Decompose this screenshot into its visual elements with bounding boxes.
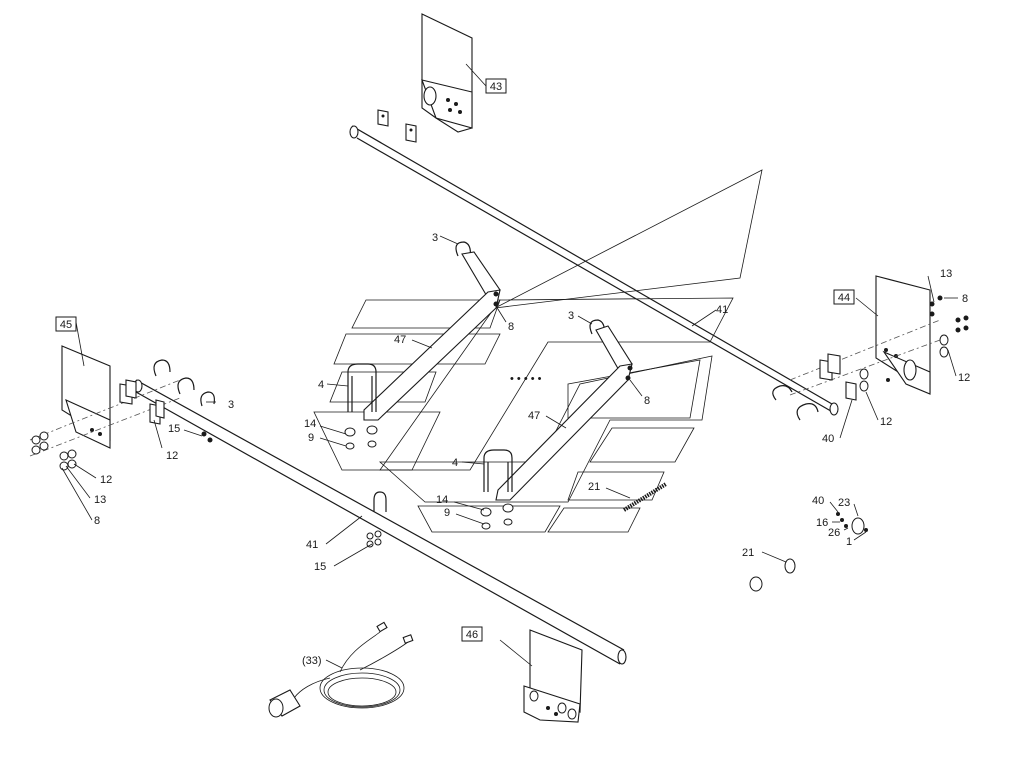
callout-26: 26: [828, 527, 840, 539]
strap-right: • • • • •: [480, 319, 633, 530]
tube-upper: [349, 125, 839, 416]
bracket-45-hardware: [31, 359, 215, 471]
callout-4-right: 4: [452, 457, 458, 469]
bracket-44-hardware: [772, 295, 969, 421]
callout-33-harness: (33): [302, 655, 322, 667]
bracket-44: [789, 275, 941, 396]
callout-21-rod: 21: [588, 481, 600, 493]
tube-lower: [133, 379, 627, 665]
callout-9-right: 9: [444, 507, 450, 519]
callout-9-left: 9: [308, 432, 314, 444]
bracket-43: [421, 13, 487, 133]
callout-12-left-a: 12: [166, 450, 178, 462]
callout-16: 16: [816, 517, 828, 529]
callout-15-left: 15: [168, 423, 180, 435]
callout-15-lower: 15: [314, 561, 326, 573]
svg-text:46: 46: [466, 629, 478, 641]
svg-text:44: 44: [838, 292, 850, 304]
callout-44: 44: [833, 289, 855, 305]
callout-1: 1: [846, 536, 852, 548]
callout-47-right: 47: [528, 410, 540, 422]
callout-40-right: 40: [822, 433, 834, 445]
callout-45: 45: [55, 316, 77, 332]
callout-47-left: 47: [394, 334, 406, 346]
callout-41-lower: 41: [306, 539, 318, 551]
callout-12-right-a: 12: [958, 372, 970, 384]
callout-3-right-strap: 3: [568, 310, 574, 322]
callout-labels: 13 8 12 12 40 3 8 47 4 14 9 3 41 8 47 4 …: [94, 232, 970, 667]
callout-8-right: 8: [962, 293, 968, 305]
callout-46: 46: [461, 626, 483, 642]
callout-3-left-strap: 3: [432, 232, 438, 244]
callout-4-left: 4: [318, 379, 324, 391]
callout-12-right-b: 12: [880, 416, 892, 428]
small-parts-cluster: [749, 512, 868, 592]
callout-3-left: 3: [228, 399, 234, 411]
callout-8-left-strap: 8: [508, 321, 514, 333]
callout-13-right: 13: [940, 268, 952, 280]
svg-text:43: 43: [490, 81, 502, 93]
svg-text:45: 45: [60, 319, 72, 331]
callout-8-left: 8: [94, 515, 100, 527]
callout-41-upper: 41: [716, 304, 728, 316]
threaded-rod-21: [622, 482, 668, 512]
callout-14-left: 14: [304, 418, 316, 430]
callout-43: 43: [485, 78, 507, 94]
light-bar-frame-outline: [313, 169, 763, 533]
svg-text:• • • • •: • • • • •: [510, 373, 542, 385]
cable-harness: [268, 621, 414, 718]
callout-8-right-strap: 8: [644, 395, 650, 407]
bracket-45: [29, 321, 181, 457]
bracket-46: [499, 629, 583, 723]
bracket-43-plates: [377, 109, 417, 143]
strap-left: [344, 241, 501, 450]
callout-12-left-b: 12: [100, 474, 112, 486]
callout-13-left: 13: [94, 494, 106, 506]
lower-ubolt: [201, 431, 387, 548]
callout-21-small: 21: [742, 547, 754, 559]
callout-23: 23: [838, 497, 850, 509]
leader-lines: [61, 235, 958, 669]
callout-40-small: 40: [812, 495, 824, 507]
callout-14-right: 14: [436, 494, 448, 506]
